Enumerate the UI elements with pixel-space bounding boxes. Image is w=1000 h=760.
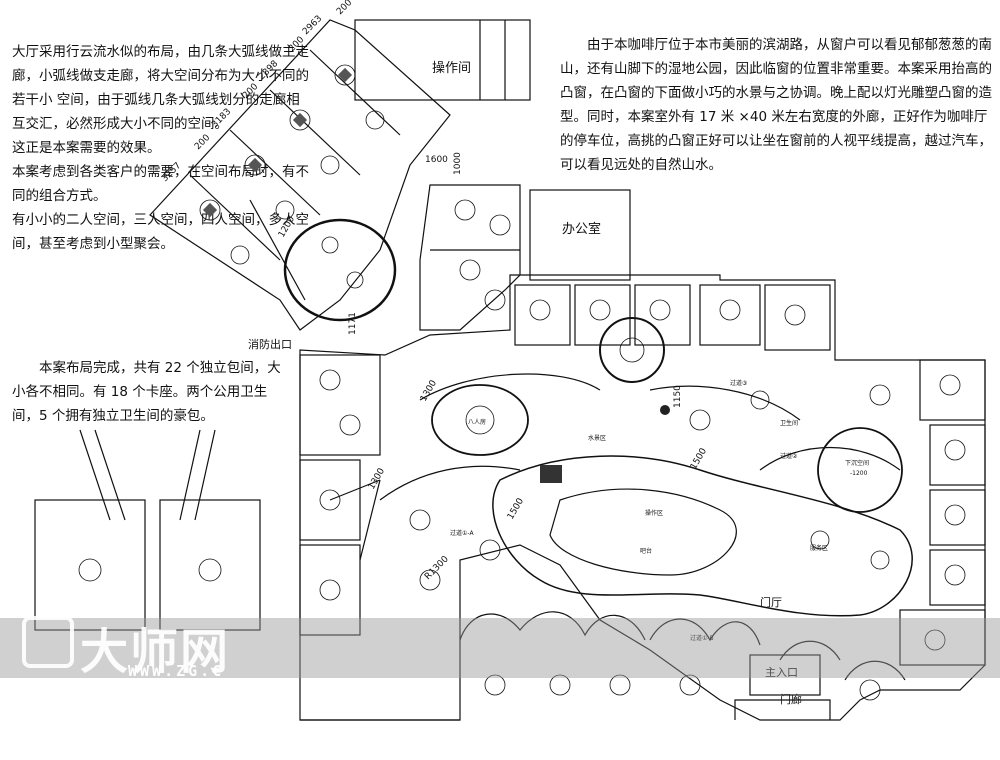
dimension-label: 2898	[257, 59, 280, 82]
eight-person-room-label: 八人房	[468, 418, 486, 426]
corridor-3-label: 过道③	[730, 379, 747, 387]
dimension-label: 200	[287, 35, 306, 54]
dimension-label: 3183	[210, 107, 233, 130]
bar-label: 吧台	[640, 547, 652, 555]
dimension-label: 3257	[160, 161, 183, 184]
dimension-label: 200	[335, 0, 354, 17]
lobby-label: 门厅	[760, 595, 782, 609]
corridor-b-label: 过道①-B	[690, 634, 714, 642]
dimension-label: 1600	[425, 155, 448, 165]
operation-area-label: 操作区	[645, 509, 663, 517]
sunken-space-label: 下沉空间	[845, 459, 869, 467]
toilet-label: 卫生间	[780, 419, 798, 427]
dimension-label: 1000	[453, 152, 463, 175]
operation-room-label: 操作间	[432, 60, 471, 76]
office-label: 办公室	[562, 221, 601, 237]
porch-label: 门廊	[780, 692, 802, 706]
design-description-left: 大厅采用行云流水似的布局，由几条大弧线做主走廊，小弧线做支走廊，将大空间分布为大…	[12, 44, 309, 252]
main-entrance-label: 主入口	[765, 666, 798, 679]
dimension-label: 1200	[277, 214, 297, 239]
dimension-label: 1171	[348, 312, 358, 335]
dimension-label: 1500	[506, 496, 526, 521]
fire-exit-label: 消防出口	[248, 337, 292, 351]
sunken-depth-label: -1200	[850, 470, 868, 477]
watermark-band	[0, 618, 1000, 678]
dimension-label: 1150	[673, 385, 683, 408]
dimension-label: 1300	[419, 378, 439, 403]
watermark-url: WWW.ZG.C	[128, 662, 225, 680]
service-area-label: 服务区	[810, 544, 828, 552]
dimension-label: R1300	[423, 554, 451, 582]
watermark-logo-icon	[22, 616, 74, 668]
dimension-label: 2963	[301, 14, 324, 37]
water-area-label: 水景区	[588, 434, 606, 442]
dimension-label: 1300	[367, 466, 387, 491]
dimension-label: 1500	[689, 446, 709, 471]
design-description-right: 由于本咖啡厅位于本市美丽的滨湖路，从窗户可以看见郁郁葱葱的南山，还有山脚下的湿地…	[560, 37, 992, 173]
corridor-a-label: 过道①-A	[450, 529, 475, 537]
layout-summary-left: 本案布局完成，共有 22 个独立包间，大小各不相同。有 18 个卡座。两个公用卫…	[12, 360, 281, 424]
corridor-2-label: 过道②	[780, 452, 798, 460]
watermark-logo-text: 大师网	[80, 624, 231, 680]
dimension-label: 200	[193, 133, 212, 152]
